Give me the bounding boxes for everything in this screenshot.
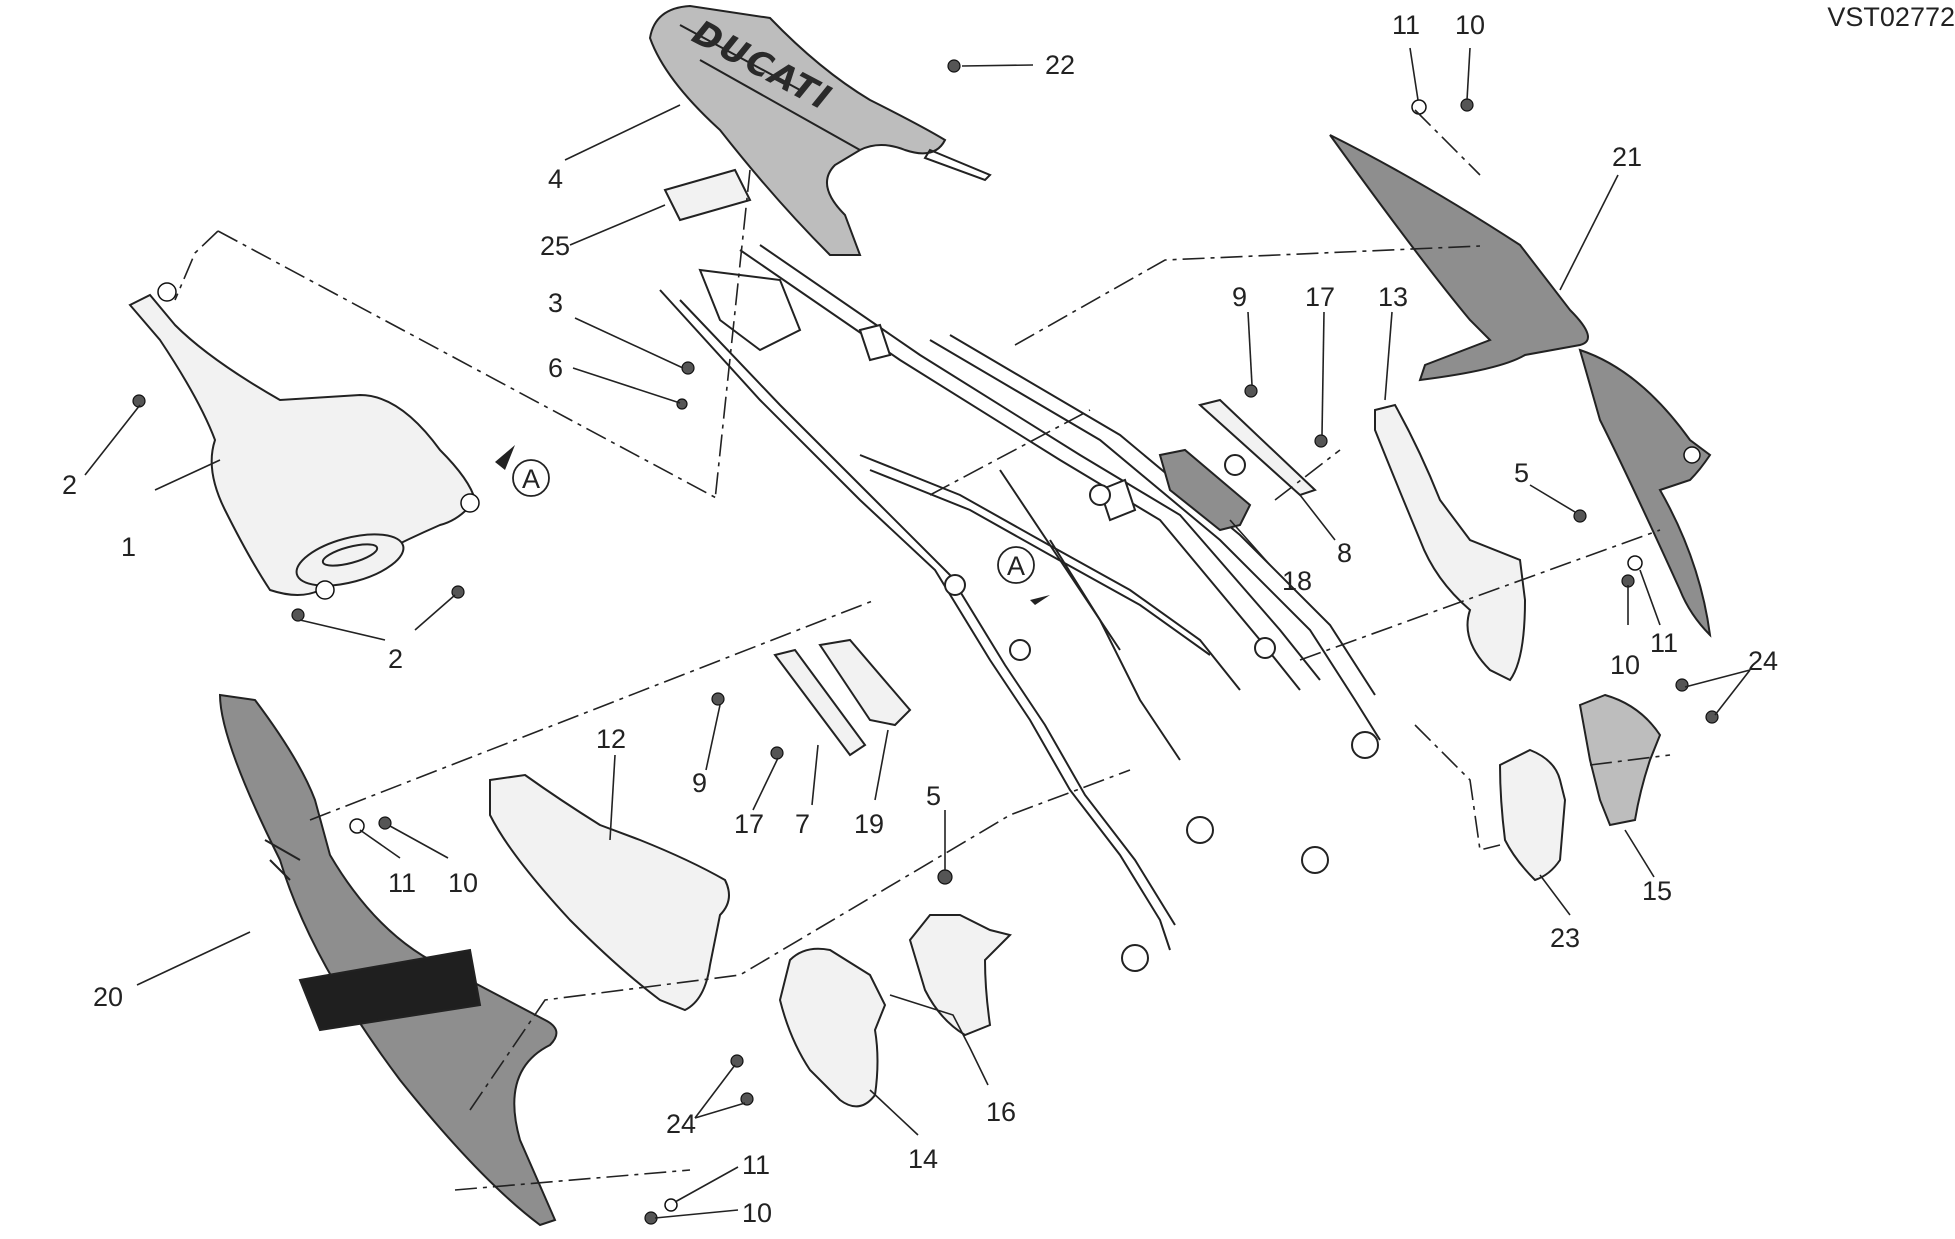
leader-lines [84,47,1751,1219]
tail-cover-part-1 [128,282,480,600]
plate-part-15 [1578,693,1662,827]
callout-9: 9 [1232,282,1247,312]
section-marker-a-upper: A [495,445,550,497]
bracket-part-14 [778,947,887,1108]
callout-24: 24 [666,1109,696,1139]
side-panel-part-20 [218,693,558,1227]
callout-labels: 1 2 2 3 4 5 5 6 7 8 9 9 10 10 10 10 11 1… [62,10,1778,1228]
callout-2: 2 [62,470,77,500]
section-marker-a-lower: A [997,546,1050,605]
callout-10: 10 [448,868,478,898]
callout-17: 17 [1305,282,1335,312]
callout-12: 12 [596,724,626,754]
bracket-part-23 [1498,748,1567,882]
callout-6: 6 [548,353,563,383]
callout-24: 24 [1748,646,1778,676]
pad-part-25 [663,168,752,222]
bracket-part-16 [908,914,1012,1037]
callout-21: 21 [1612,142,1642,172]
bracket-part-13 [1374,403,1527,682]
callout-14: 14 [908,1144,938,1174]
panel-part-12 [489,773,730,1012]
callout-2: 2 [388,644,403,674]
callout-7: 7 [795,809,810,839]
plate-part-8 [1197,398,1317,497]
callout-11: 11 [1650,628,1678,658]
callout-11: 11 [388,868,416,898]
callout-11: 11 [1392,10,1420,40]
callout-10: 10 [1455,10,1485,40]
callout-10: 10 [1610,650,1640,680]
callout-4: 4 [548,164,563,194]
reference-code: VST02772 [1827,2,1955,32]
seat-cowl-part-4: DUCATI [648,4,992,256]
callout-5: 5 [926,781,941,811]
cover-part-19 [818,638,912,727]
callout-18: 18 [1282,566,1312,596]
callout-5: 5 [1514,458,1529,488]
callout-20: 20 [93,982,123,1012]
svg-text:A: A [522,464,540,494]
assembly-dash-lines [174,109,1671,1191]
callout-1: 1 [121,532,136,562]
callout-9: 9 [692,768,707,798]
callout-3: 3 [548,288,563,318]
callout-16: 16 [986,1097,1016,1127]
hardware-fasteners [132,59,1719,1225]
callout-15: 15 [1642,876,1672,906]
callout-13: 13 [1378,282,1408,312]
rear-subframe [659,244,1381,972]
callout-17: 17 [734,809,764,839]
callout-25: 25 [540,231,570,261]
callout-22: 22 [1045,50,1075,80]
callout-23: 23 [1550,923,1580,953]
plate-part-7 [773,648,867,757]
callout-10: 10 [742,1198,772,1228]
svg-text:A: A [1007,551,1025,581]
callout-8: 8 [1337,538,1352,568]
callout-11: 11 [742,1150,770,1180]
callout-19: 19 [854,809,884,839]
side-panel-part-21 [1329,134,1712,638]
cover-part-18 [1158,448,1252,532]
